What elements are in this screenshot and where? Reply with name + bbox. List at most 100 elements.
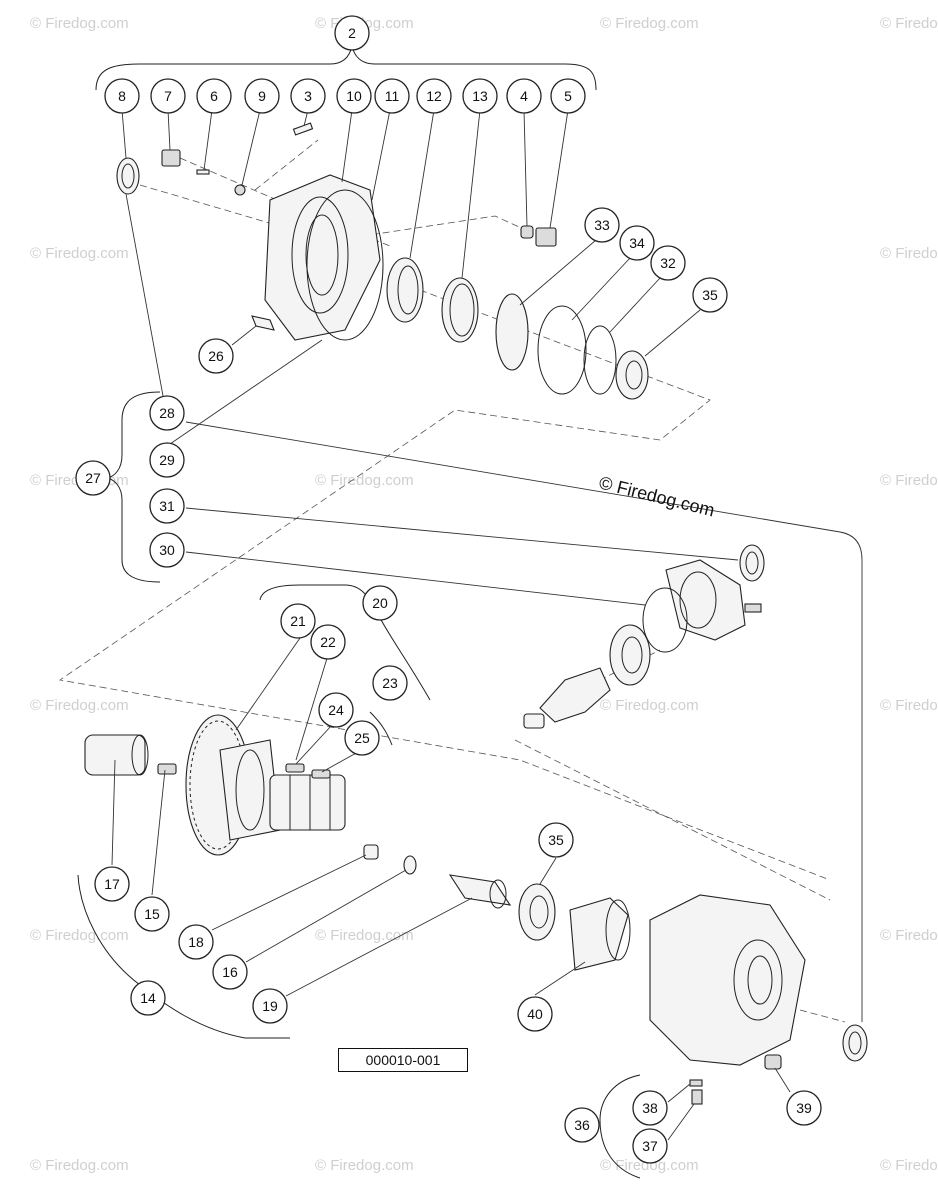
callout-35: 35 [692,277,728,313]
callout-24: 24 [318,692,354,728]
watermark: © Firedog.com [600,697,699,714]
svg-text:8: 8 [118,88,126,104]
svg-text:18: 18 [188,934,204,950]
pin-18 [363,844,379,860]
watermark: © Firedog.com [315,927,414,944]
svg-text:3: 3 [304,88,312,104]
callout-11: 11 [374,78,410,114]
bearing-main [609,624,651,686]
group-bracket-23 [369,711,393,746]
leader-18 [211,854,367,931]
ball-9 [234,184,246,196]
callout-35-lower: 35 [538,822,574,858]
bearing-housing-bore [679,571,717,629]
leader-6 [203,109,213,171]
leader-8 [121,109,127,159]
pin-4 [520,225,534,239]
svg-text:37: 37 [642,1138,658,1154]
svg-text:24: 24 [328,702,344,718]
callout-32: 32 [650,245,686,281]
watermark: © Firedog.com [880,472,938,489]
watermark: © Firedog.com [880,15,938,32]
svg-text:26: 26 [208,348,224,364]
svg-text:6: 6 [210,88,218,104]
collar-17-end [131,734,149,776]
pin-3 [292,122,314,136]
oil-seal-31 [739,544,765,582]
leader-22 [295,654,329,761]
callout-30: 30 [149,532,185,568]
svg-text:15: 15 [144,906,160,922]
svg-text:30: 30 [159,542,175,558]
housing-10-bore [291,196,349,314]
svg-text:11: 11 [385,88,400,104]
leader-17 [111,759,116,866]
spring-25 [311,769,331,779]
roller-cage [269,774,346,831]
bearing-35-upper-inner [625,360,643,390]
watermark: © Firedog.com [880,1157,938,1174]
spring-24 [285,763,305,773]
callout-4: 4 [506,78,542,114]
svg-text:7: 7 [164,88,172,104]
assembly-line [254,139,319,191]
svg-text:27: 27 [85,470,101,486]
svg-text:4: 4 [520,88,528,104]
svg-text:20: 20 [372,595,388,611]
leader-31 [185,507,739,561]
watermark: © Firedog.com [30,245,129,262]
leader-32 [609,277,661,333]
callout-3: 3 [290,78,326,114]
svg-text:13: 13 [472,88,488,104]
leader-33 [519,239,597,306]
bearing-35-lower [518,883,556,941]
callout-12: 12 [416,78,452,114]
callout-15: 15 [134,896,170,932]
leader-11 [371,109,391,201]
callout-18: 18 [178,924,214,960]
assembly-line [58,289,831,881]
snap-ring-32 [583,325,617,395]
oil-seal-31-inner [745,551,759,575]
leader-40 [534,961,586,996]
assembly-line [514,739,831,901]
callout-31: 31 [149,488,185,524]
bolt-26 [251,315,275,331]
plug-39 [764,1054,782,1070]
oil-seal-lower [842,1024,868,1062]
sleeve-19 [448,874,512,906]
leader-9 [241,109,261,186]
leader-4 [523,109,528,227]
svg-text:14: 14 [140,990,156,1006]
watermark: © Firedog.com [880,245,938,262]
leader-5 [549,109,569,229]
bracket-5 [535,227,557,247]
callout-23: 23 [372,665,408,701]
watermark: © Firedog.com [30,927,129,944]
leader-30 [185,551,646,606]
bearing-35-upper [615,350,649,400]
watermark: © Firedog.com [30,697,129,714]
oil-seal-8-inner [121,163,135,189]
housing-10 [264,174,381,341]
svg-text:17: 17 [104,876,120,892]
leader-13 [461,109,481,279]
callout-25: 25 [344,720,380,756]
callout-27: 27 [75,460,111,496]
housing-10-bore-inner [305,214,339,296]
callout-29: 29 [149,442,185,478]
svg-text:34: 34 [629,235,645,251]
watermark: © Firedog.com [600,15,699,32]
ring-34 [537,305,587,395]
diff-case-bore [235,749,265,831]
svg-text:38: 38 [642,1100,658,1116]
callout-20: 20 [362,585,398,621]
svg-text:22: 22 [320,634,336,650]
svg-text:2: 2 [348,25,356,41]
leader-7 [167,109,171,151]
washer-16 [403,855,417,875]
pinion-bushing [523,713,545,729]
bolt-cover [744,603,762,613]
svg-text:5: 5 [564,88,572,104]
gear-case-36 [649,894,806,1066]
